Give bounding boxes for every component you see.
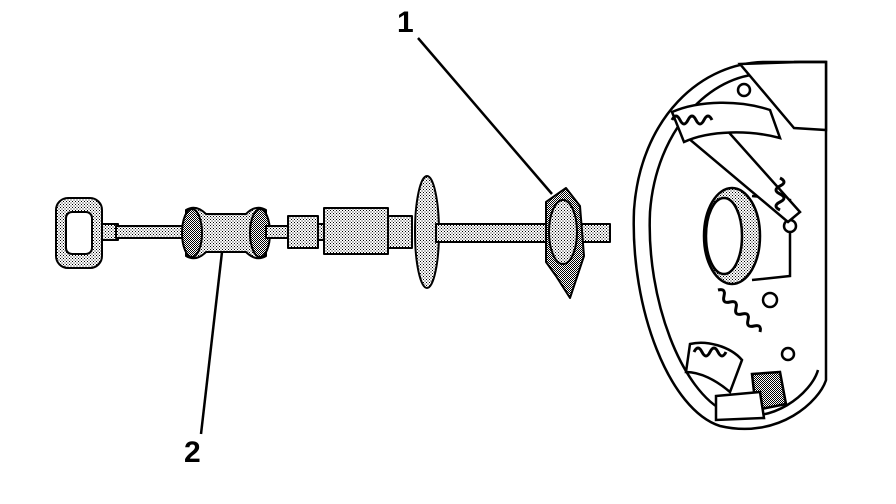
adapter-sleeve <box>323 207 389 255</box>
slide-hammer-tool <box>55 175 611 299</box>
slide-weight <box>181 206 271 260</box>
upper-spring <box>670 114 714 126</box>
leader-line-1 <box>417 37 553 195</box>
leader-line-2 <box>199 251 224 435</box>
callout-label-2: 2 <box>184 436 201 469</box>
lower-spring <box>692 346 728 358</box>
brake-backing-plate <box>632 60 828 431</box>
t-handle <box>55 197 119 269</box>
coupler-nut <box>287 215 319 249</box>
leader-lines <box>199 37 553 435</box>
hex-nut <box>387 215 413 249</box>
puller-attachment <box>545 187 585 299</box>
adjuster-spring <box>717 288 762 333</box>
callout-label-1: 1 <box>397 6 414 39</box>
threaded-rod <box>435 223 611 243</box>
slide-hammer-shaft <box>115 225 187 239</box>
